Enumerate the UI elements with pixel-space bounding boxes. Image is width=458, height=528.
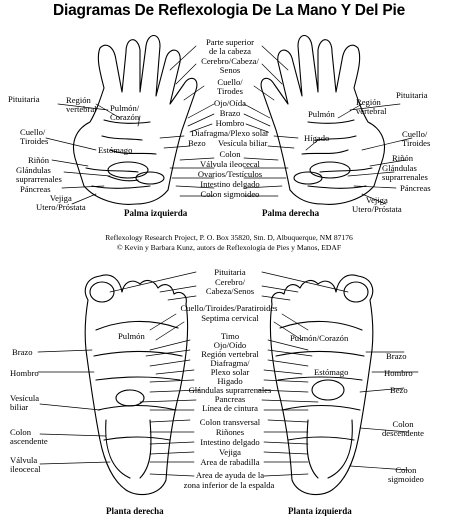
hand-label-cuello-tiroides-left: Cuello/ Tiroides	[20, 127, 49, 146]
hand-center-1: de la cabeza	[209, 46, 251, 56]
hand-label-higado: Hígado	[304, 133, 330, 143]
page-title: Diagramas De Reflexologia De La Mano Y D…	[52, 2, 406, 19]
foot-center-12: Pancreas	[214, 394, 246, 404]
hand-label-rinon-right: Riñón	[392, 153, 414, 163]
hand-label-region-vertebral-left: Región vertebral	[66, 95, 97, 114]
hand-center-6: Ojo/Oída	[214, 98, 246, 108]
foot-center-9: Plexo solar	[210, 367, 250, 377]
foot-center-4: Septima cervical	[201, 313, 259, 323]
hand-label-vejiga-utero-right: Vejiga Utero/Próstata	[352, 195, 402, 214]
caption-planta-derecha: Planta derecha	[106, 506, 164, 516]
hand-label-pancreas-left: Páncreas	[20, 184, 51, 194]
hand-label-estomago: Estómago	[98, 145, 133, 155]
caption-palma-derecha: Palma derecha	[262, 208, 320, 218]
foot-label-estomago-right: Estómago	[314, 367, 349, 377]
hand-label-pituitaria-left: Pituitaria	[8, 94, 40, 104]
foot-center-15: Riñones	[215, 427, 245, 437]
hand-center-5: Tirodes	[217, 86, 243, 96]
hand-label-pancreas-right: Páncreas	[400, 183, 431, 193]
foot-center-1: Cerebro/	[214, 277, 246, 287]
hand-label-cuello-tiroides-right: Cuello/ Tiroides	[402, 129, 431, 148]
hand-label-pituitaria-right: Pituitaria	[396, 90, 428, 100]
foot-center-14: Colon transversal	[199, 417, 261, 427]
foot-label-brazo-right: Brazo	[386, 351, 407, 361]
hand-center-8: Hombro	[215, 118, 245, 128]
foot-center-18: Area de rabadilla	[200, 457, 260, 467]
foot-label-colon-ascendente: Colon ascendente	[10, 427, 48, 446]
credit-line-2: © Kevin y Barbara Kunz, autors de Reflex…	[116, 243, 342, 252]
foot-leader-lines	[37, 271, 419, 477]
left-hand-outline	[72, 34, 198, 205]
hand-center-2: Cerebro/Cabeza/	[201, 56, 259, 66]
hand-label-glandulas-left: Glándulas suprarrenales	[16, 165, 62, 184]
foot-label-pulmon-corazon-right: Pulmón/Corazón	[290, 333, 349, 343]
foot-center-17: Vejiga	[219, 447, 241, 457]
foot-center-2: Cabeza/Senos	[205, 286, 255, 296]
hand-label-rinon-left: Riñón	[28, 155, 50, 165]
hand-label-glandulas-right: Glándulas suprarrenales	[382, 163, 428, 182]
foot-label-hombro-left: Hombro	[10, 368, 39, 378]
credit-line-1: Reflexology Research Project, P. O. Box …	[105, 233, 353, 242]
hand-label-pulmon-right: Pulmón	[308, 109, 335, 119]
foot-label-colon-sigmoideo: Colon sigmoideo	[388, 465, 424, 484]
caption-planta-izquierda: Planta izquierda	[288, 506, 352, 516]
right-hand-outline	[260, 34, 386, 205]
foot-center-11: Glándulas suprarrenales	[188, 385, 272, 395]
foot-center-19: Area de ayuda de la	[195, 470, 265, 480]
hand-center-15: Intestino delgado	[200, 179, 260, 189]
foot-label-bezo-right: Bezo	[390, 385, 408, 395]
foot-center-13: Línea de cintura	[202, 403, 258, 413]
foot-center-3: Cuello/Tiroides/Paratiroides	[180, 303, 278, 313]
foot-center-7: Región vertebral	[201, 349, 259, 359]
caption-palma-izquierda: Palma izquierda	[124, 208, 188, 218]
foot-label-hombro-right: Hombro	[384, 368, 413, 378]
hand-leader-lines	[45, 45, 413, 205]
foot-center-16: Intestino delgado	[200, 437, 260, 447]
hand-center-9: Diafragma/Plexo solar	[191, 128, 269, 138]
hand-center-14: Ovarios/Testículos	[197, 169, 263, 179]
hand-label-vejiga-utero-left: Vejiga Utero/Próstata	[36, 193, 86, 212]
hand-center-10: Bezo	[188, 138, 206, 148]
hand-center-12: Colon	[219, 149, 241, 159]
hand-center-11: Vesícula biliar	[218, 138, 268, 148]
foot-label-colon-descendente: Colon descendente	[382, 419, 424, 438]
foot-center-10: Higado	[217, 376, 243, 386]
foot-label-brazo-left: Brazo	[12, 347, 33, 357]
foot-label-vesicula-left: Vesícula biliar	[10, 393, 40, 412]
hand-label-region-vertebral-right: Región vertebral	[356, 97, 387, 116]
hand-center-0: Parte superior	[206, 37, 254, 47]
foot-center-20: zona inferior de la espalda	[183, 480, 275, 490]
hand-center-13: Válvula ileocecal	[200, 159, 260, 169]
hand-center-4: Cuello/	[217, 77, 243, 87]
foot-center-8: Diafragma/	[210, 358, 250, 368]
foot-label-valvula-ileocecal: Válvula ileocecal	[10, 455, 41, 474]
foot-center-0: Pituitaria	[214, 267, 246, 277]
foot-label-pulmon-left: Pulmón	[118, 331, 145, 341]
foot-center-6: Ojo/Oído	[213, 340, 247, 350]
hand-center-3: Senos	[219, 65, 241, 75]
hand-center-16: Colon sigmoideo	[200, 189, 260, 199]
hand-center-7: Brazo	[219, 108, 241, 118]
hand-label-pulmon-corazon: Pulmón/ Corazón	[110, 103, 140, 122]
foot-center-5: Timo	[220, 331, 240, 341]
